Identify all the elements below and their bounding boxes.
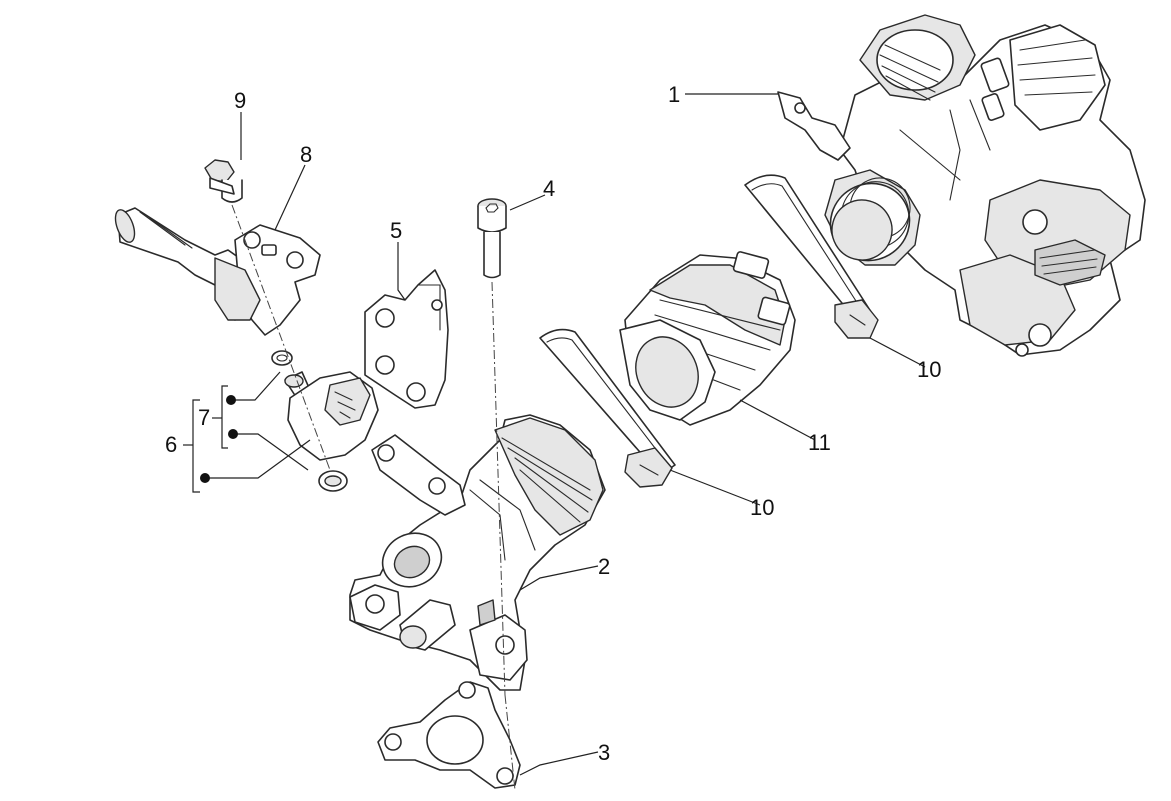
- assembly-axes: [231, 204, 516, 791]
- part-sensor-assembly: [271, 350, 379, 492]
- callout-10-upper: 10: [917, 357, 941, 382]
- part-throttle-body: [777, 14, 1146, 357]
- part-bolt-9: [204, 159, 243, 203]
- callout-1: 1: [668, 82, 680, 107]
- callout-6: 6: [165, 432, 177, 457]
- callout-5: 5: [390, 218, 402, 243]
- leader-lines: [183, 93, 926, 776]
- callout-8: 8: [300, 142, 312, 167]
- bullet-dots: [200, 395, 238, 483]
- callout-4: 4: [543, 176, 555, 201]
- callout-11: 11: [808, 430, 831, 455]
- callout-10-lower: 10: [750, 495, 774, 520]
- callout-labels: 1 2 3 4 5 6 7 8 9 10 10 11: [165, 82, 941, 765]
- callout-3: 3: [598, 740, 610, 765]
- part-hose-clamp-upper: [744, 174, 879, 339]
- part-intake-coupling: [619, 251, 796, 426]
- callout-2: 2: [598, 554, 610, 579]
- callout-7: 7: [198, 405, 210, 430]
- part-gasket: [377, 681, 521, 789]
- part-bolt-4: [477, 198, 507, 279]
- part-hose-clamp-lower: [539, 328, 676, 488]
- part-intake-manifold: [349, 414, 606, 691]
- callout-9: 9: [234, 88, 246, 113]
- part-sensor-bracket: [114, 207, 321, 336]
- part-bracket-5: [364, 269, 449, 409]
